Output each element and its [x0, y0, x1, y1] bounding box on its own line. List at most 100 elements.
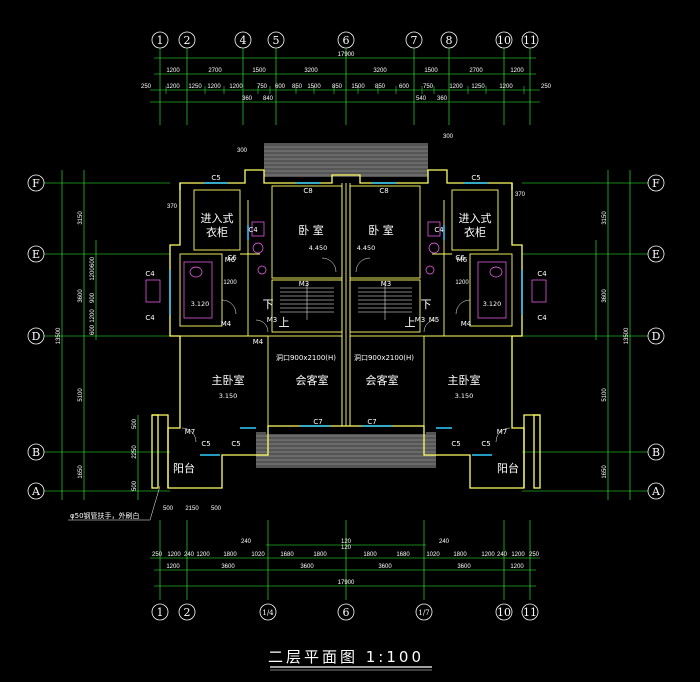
room-master-right: 主卧室 [448, 373, 481, 387]
opening-right: 洞口900x2100(H) [354, 353, 414, 362]
dim-bottom-r1: 3600 [378, 564, 392, 570]
dim-balcony: 500 [163, 506, 174, 512]
tag-window: C5 [471, 174, 480, 182]
room-balcony-left: 阳台 [173, 461, 195, 475]
axis-left-A: A [31, 485, 41, 498]
roof-hatch-top [264, 143, 428, 177]
dim-top-r2: 250 [141, 84, 152, 90]
room-walkin-right-2: 衣柜 [464, 225, 486, 239]
building [145, 143, 547, 489]
axis-bottom-6: 6 [343, 606, 350, 619]
dim-misc: 370 [515, 192, 526, 198]
dim-left-part: 3150 [78, 211, 84, 225]
level-bath-left: 3.120 [191, 300, 210, 308]
tag-window: C4 [434, 226, 444, 234]
dim-top-r2: 250 [541, 84, 552, 90]
room-bedroom-left: 卧 室 [298, 223, 324, 237]
dim-top-r2: 1200 [207, 84, 221, 90]
dim-top-small: 360 [437, 96, 448, 102]
axis-bottom-2: 2 [184, 606, 191, 619]
dim-left-inner: 1200 [90, 309, 96, 323]
room-master-left: 主卧室 [212, 373, 245, 387]
axis-top-8: 8 [446, 34, 453, 47]
tag-door: M3 [299, 280, 310, 288]
dim-bottom-r2: 1800 [223, 552, 237, 558]
dim-top-r1: 3200 [304, 68, 318, 74]
dim-left-part: 1650 [78, 465, 84, 479]
dim-left-inner: 600 [90, 324, 96, 335]
dim-balcony: 2150 [185, 506, 199, 512]
dim-bottom-small: 240 [241, 539, 252, 545]
dim-bottom-r1: 1200 [166, 564, 180, 570]
dim-top-r2: 850 [375, 84, 386, 90]
dim-top-r2: 1200 [449, 84, 463, 90]
axis-right-E: E [652, 248, 660, 261]
dim-bottom-r2: 1020 [426, 552, 440, 558]
room-living-left: 会客室 [296, 373, 329, 387]
dim-bottom-total: 17900 [338, 580, 355, 586]
dim-top-total: 17900 [338, 52, 355, 58]
dim-top-r2: 1500 [307, 84, 321, 90]
windows [169, 182, 523, 456]
tag-window: C5 [201, 440, 210, 448]
dim-top-r2: 750 [423, 84, 434, 90]
dim-top-r2: 1250 [471, 84, 485, 90]
tag-door: M7 [497, 428, 508, 436]
axis-left-B: B [32, 446, 40, 459]
dim-bottom-r2: 1200 [196, 552, 210, 558]
dim-bottom-r2: 120 [341, 545, 352, 551]
opening-left: 洞口900x2100(H) [276, 353, 336, 362]
axis-right-A: A [651, 485, 661, 498]
dim-top-r2: 850 [292, 84, 303, 90]
tag-window: C4 [537, 270, 547, 278]
dim-right-part: 5100 [602, 388, 608, 402]
tag-window: C5 [231, 440, 240, 448]
axis-top-4: 4 [240, 34, 247, 47]
tag-door: M3 [267, 316, 278, 324]
axis-top-11: 11 [523, 34, 537, 47]
dim-left-total: 13500 [56, 327, 62, 344]
dim-top-r2: 1200 [166, 84, 180, 90]
tag-window: C4 [145, 314, 155, 322]
dim-misc: 1200 [223, 280, 237, 286]
axis-bottom-10: 10 [497, 606, 511, 619]
tag-window: C7 [313, 418, 322, 426]
dim-bottom-r1: 3600 [457, 564, 471, 570]
tag-door: M3 [381, 280, 392, 288]
axis-top-2: 2 [184, 34, 191, 47]
dim-bottom-small: 120 [341, 539, 352, 545]
tag-window: C6 [455, 254, 465, 262]
level-bedroom-left: 4.450 [309, 244, 328, 252]
dim-bottom-r2: 1200 [481, 552, 495, 558]
dim-bottom-r2: 250 [529, 552, 540, 558]
tag-door: M4 [461, 320, 472, 328]
level-bath-right: 3.120 [483, 300, 502, 308]
tag-window: C5 [481, 440, 490, 448]
tag-window: C4 [537, 314, 547, 322]
dim-top-r2: 600 [399, 84, 410, 90]
stair-down-left: 下 [263, 298, 274, 311]
tag-door: M4 [221, 320, 232, 328]
dim-misc: 300 [443, 134, 454, 140]
stair-down-right: 下 [421, 298, 432, 311]
axis-bottom-11: 11 [523, 606, 537, 619]
dim-bottom-r2: 1200 [167, 552, 181, 558]
room-labels: 进入式 衣柜 进入式 衣柜 卧 室 卧 室 4.450 4.450 3.120 … [173, 212, 519, 475]
dim-right-part: 3600 [602, 289, 608, 303]
dim-right-total: 13500 [624, 327, 630, 344]
dim-left-inner: 2250 [132, 445, 138, 459]
dim-bottom-r2: 1800 [313, 552, 327, 558]
dim-top-r2: 750 [257, 84, 268, 90]
opening-tags: C5 C5 C8 C8 C4 C4 C4 C4 C4 C4 C6 C6 C7 C… [145, 174, 547, 448]
axis-right-F: F [652, 177, 660, 190]
dim-top-r2: 1200 [499, 84, 513, 90]
stair-up-left: 上 [279, 316, 290, 329]
dim-top-r2: 850 [332, 84, 343, 90]
dim-left-inner: 1200 [90, 267, 96, 281]
level-bedroom-right: 4.450 [357, 244, 376, 252]
room-living-right: 会客室 [366, 373, 399, 387]
dim-misc: 300 [237, 148, 248, 154]
tag-door: M7 [185, 428, 196, 436]
dim-misc: 1200 [455, 280, 469, 286]
